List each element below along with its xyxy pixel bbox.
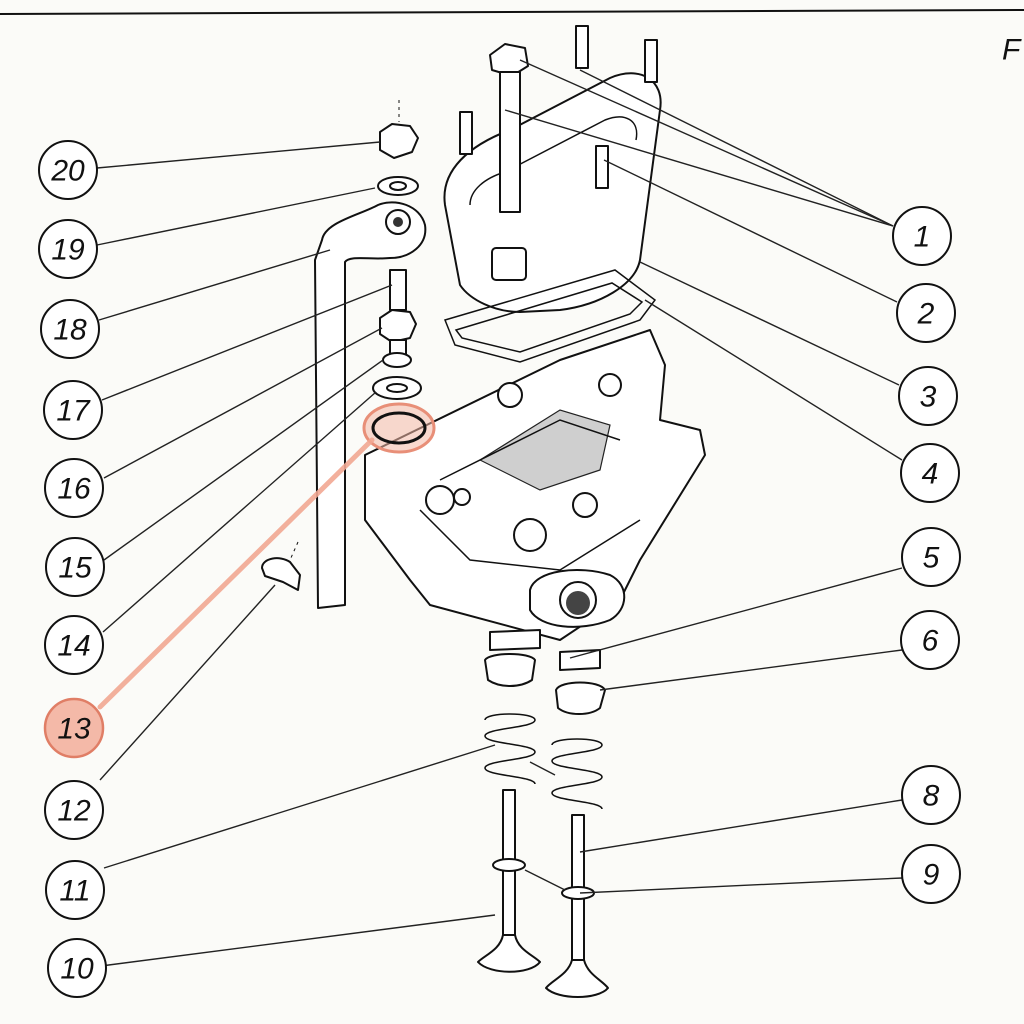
callout-16[interactable]: 16 <box>44 458 104 518</box>
spring-cap-left <box>484 653 536 687</box>
callout-10[interactable]: 10 <box>47 938 107 998</box>
valve-spring-right <box>551 738 603 810</box>
page-top-rule <box>0 9 1024 15</box>
callout-13-label: 13 <box>57 713 91 746</box>
callout-17[interactable]: 17 <box>43 380 103 440</box>
callout-2-label: 2 <box>917 298 935 331</box>
callout-10-label: 10 <box>60 953 94 986</box>
callout-3[interactable]: 3 <box>898 366 958 426</box>
callout-19[interactable]: 19 <box>38 219 98 279</box>
valve-right <box>545 814 609 998</box>
callout-8-label: 8 <box>923 780 940 813</box>
valve-keeper-left <box>489 629 541 651</box>
seal-ring-13 <box>371 411 427 445</box>
callout-14[interactable]: 14 <box>44 615 104 675</box>
rocker-arm <box>314 201 427 609</box>
callout-2[interactable]: 2 <box>896 283 956 343</box>
callout-6-label: 6 <box>922 625 939 658</box>
callout-1-label: 1 <box>914 221 931 254</box>
callout-5[interactable]: 5 <box>901 527 961 587</box>
valve-left <box>477 789 541 973</box>
callout-18[interactable]: 18 <box>40 299 100 359</box>
callout-4[interactable]: 4 <box>900 443 960 503</box>
callout-11-label: 11 <box>59 875 90 908</box>
callout-9-label: 9 <box>923 859 940 892</box>
valve-keeper-right <box>559 649 601 671</box>
nut-16 <box>379 309 417 343</box>
leader-lines <box>96 59 903 967</box>
callout-13[interactable]: 13 <box>43 697 105 759</box>
callout-15[interactable]: 15 <box>45 537 105 597</box>
callout-14-label: 14 <box>57 630 90 663</box>
callout-20-label: 20 <box>50 155 85 188</box>
callout-17-label: 17 <box>56 395 91 428</box>
washer-15 <box>382 352 412 368</box>
callout-20[interactable]: 20 <box>38 140 98 200</box>
callout-3-label: 3 <box>920 381 937 414</box>
valve-cover <box>443 72 662 313</box>
cover-nut <box>489 43 529 77</box>
callout-19-label: 19 <box>51 234 85 267</box>
cover-gasket <box>443 269 657 363</box>
callout-16-label: 16 <box>57 473 91 506</box>
figure-corner-label: F <box>1002 34 1022 67</box>
callout-12-label: 12 <box>57 795 91 828</box>
valve-spring-left <box>484 713 536 785</box>
nut-20 <box>379 123 419 159</box>
callout-12[interactable]: 12 <box>44 780 104 840</box>
stud-17 <box>389 269 407 311</box>
leader-13-highlight <box>97 437 375 710</box>
callout-18-label: 18 <box>53 314 87 347</box>
callout-11[interactable]: 11 <box>45 860 105 920</box>
callout-15-label: 15 <box>58 552 92 585</box>
callout-9[interactable]: 9 <box>901 844 961 904</box>
spring-cap-right <box>555 681 606 715</box>
callout-6[interactable]: 6 <box>900 610 960 670</box>
engine-parts-drawing <box>261 25 706 998</box>
callout-1[interactable]: 1 <box>892 206 952 266</box>
callout-5-label: 5 <box>923 542 940 575</box>
callout-4-label: 4 <box>922 458 939 491</box>
clip-12 <box>261 557 301 591</box>
callout-8[interactable]: 8 <box>901 765 961 825</box>
